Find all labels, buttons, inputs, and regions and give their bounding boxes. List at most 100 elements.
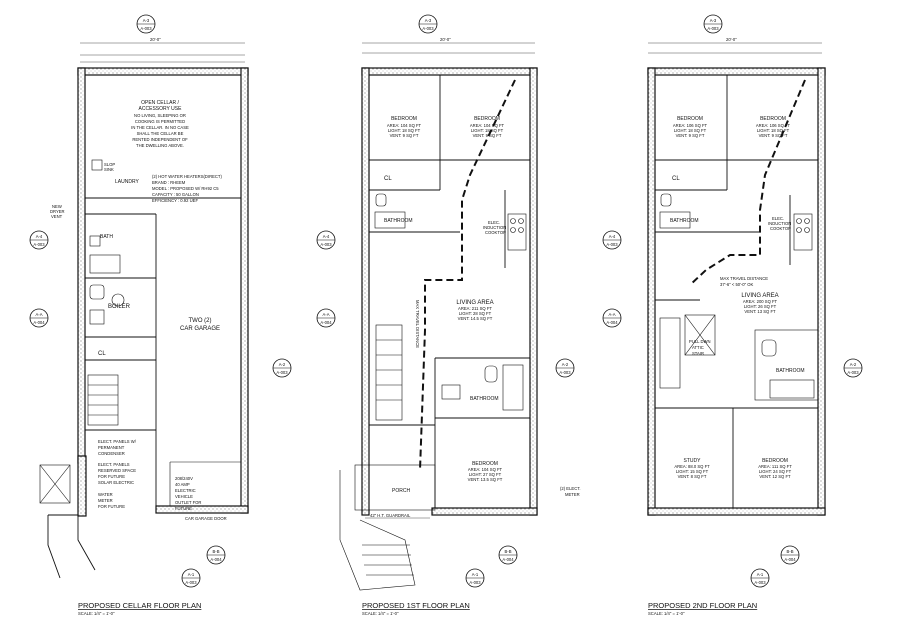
svg-text:LIGHT: 18 SQ FT: LIGHT: 18 SQ FT <box>674 128 707 133</box>
svg-text:(2) HOT WATER HEATERS(DIRECT): (2) HOT WATER HEATERS(DIRECT) <box>152 174 222 179</box>
svg-text:MODEL : PROPOSED W/ RH92 C5: MODEL : PROPOSED W/ RH92 C5 <box>152 186 219 191</box>
svg-text:A-003: A-003 <box>847 370 859 375</box>
svg-text:AREA: 111 SQ FT: AREA: 111 SQ FT <box>758 464 792 469</box>
section-tag-a1-first: A-1A-003 <box>465 568 485 588</box>
cellar-heater-note: (2) HOT WATER HEATERS(DIRECT) BRAND : RH… <box>152 174 222 203</box>
svg-text:ELECTRIC: ELECTRIC <box>175 488 196 493</box>
svg-text:LIGHT: 28 SQ FT: LIGHT: 28 SQ FT <box>459 311 492 316</box>
first-bathroom-2-label: BATHROOM <box>470 396 499 402</box>
svg-text:A-003: A-003 <box>185 580 197 585</box>
svg-text:A-2: A-2 <box>562 362 569 367</box>
svg-text:VENT: 14.5 SQ FT: VENT: 14.5 SQ FT <box>458 316 493 321</box>
dryer-vent-label: NEW <box>52 204 62 209</box>
svg-text:DRYER: DRYER <box>50 209 65 214</box>
svg-text:LIGHT: 26 SQ FT: LIGHT: 26 SQ FT <box>744 304 777 309</box>
svg-text:LIGHT: 15 SQ FT: LIGHT: 15 SQ FT <box>676 469 709 474</box>
garage-door-label: CAR GARAGE DOOR <box>185 516 227 521</box>
section-tag-a2-first: A-2A-003 <box>555 358 575 378</box>
svg-text:AREA: 104 SQ FT: AREA: 104 SQ FT <box>468 467 503 472</box>
section-tag-a3-cellar: A-3A-003 <box>136 14 156 34</box>
svg-text:A-003: A-003 <box>754 580 766 585</box>
svg-text:40 AMP: 40 AMP <box>175 482 190 487</box>
svg-text:FOR FUTURE: FOR FUTURE <box>98 504 125 509</box>
svg-text:B-B: B-B <box>505 549 512 554</box>
svg-text:STAIR: STAIR <box>692 351 704 356</box>
section-tag-a1-cellar: A-1A-003 <box>181 568 201 588</box>
svg-text:A-003: A-003 <box>276 370 288 375</box>
svg-text:A-4: A-4 <box>36 234 43 239</box>
svg-text:LIGHT: 18 SQ FT: LIGHT: 18 SQ FT <box>471 128 504 133</box>
section-tag-a4-second: A-4A-003 <box>602 230 622 250</box>
svg-text:B-B: B-B <box>213 549 220 554</box>
section-tags: A-3A-003 A-3A-003 A-3A-003 A-4A-003 A-4A… <box>29 14 863 588</box>
section-tag-a1-second: A-1A-003 <box>750 568 770 588</box>
svg-text:LIGHT: 18 SQ FT: LIGHT: 18 SQ FT <box>388 128 421 133</box>
svg-text:BEDROOM: BEDROOM <box>760 116 786 122</box>
svg-text:OUTLET FOR: OUTLET FOR <box>175 500 201 505</box>
garage-label: TWO (2) <box>189 318 212 324</box>
svg-text:A-003: A-003 <box>320 242 332 247</box>
cellar-plan-title: PROPOSED CELLAR FLOOR PLAN <box>78 601 201 610</box>
elect-panels-note: ELECT. PANELS W/ PERMANENT CONDENSER ELE… <box>98 439 137 509</box>
section-tag-bb-first: B-B A-004 <box>498 545 518 565</box>
svg-text:VENT: 13.5 SQ FT: VENT: 13.5 SQ FT <box>468 477 503 482</box>
svg-text:VENT: 9 SQ FT: VENT: 9 SQ FT <box>473 133 502 138</box>
slop-sink-label: SLOP <box>104 162 115 167</box>
second-travel-label: MAX TRAVEL DISTANCE <box>720 276 768 281</box>
section-tag-a2-second: A-2A-003 <box>843 358 863 378</box>
section-tag-a3-second: A-3A-003 <box>703 14 723 34</box>
bath-label: BATH <box>100 234 113 240</box>
svg-text:LIGHT: 27 SQ FT: LIGHT: 27 SQ FT <box>469 472 502 477</box>
svg-text:A-004: A-004 <box>320 320 332 325</box>
svg-text:ELEC.: ELEC. <box>772 216 784 221</box>
svg-text:ELECT. PANELS W/: ELECT. PANELS W/ <box>98 439 137 444</box>
svg-text:A-004: A-004 <box>33 320 45 325</box>
svg-text:A-A: A-A <box>609 312 616 317</box>
svg-text:A-A: A-A <box>36 312 43 317</box>
svg-text:COOKTOP: COOKTOP <box>770 226 791 231</box>
svg-text:CAPACITY : 50 GALLON: CAPACITY : 50 GALLON <box>152 192 199 197</box>
svg-text:RENTED INDEPENDENT OF: RENTED INDEPENDENT OF <box>132 137 188 142</box>
svg-text:A-2: A-2 <box>850 362 857 367</box>
svg-text:A-003: A-003 <box>33 242 45 247</box>
second-plan-scale: SCALE: 1/4" = 1'-0" <box>648 611 685 616</box>
svg-text:METER: METER <box>565 492 580 497</box>
first-plan-title: PROPOSED 1ST FLOOR PLAN <box>362 601 470 610</box>
svg-text:A-004: A-004 <box>606 320 618 325</box>
svg-text:AREA: 200 SQ FT: AREA: 200 SQ FT <box>743 299 778 304</box>
svg-text:A-004: A-004 <box>784 557 796 562</box>
svg-text:A-4: A-4 <box>323 234 330 239</box>
svg-text:A-003: A-003 <box>422 26 434 31</box>
ev-outlet-note: 208/240V 40 AMP ELECTRIC VEHICLE OUTLET … <box>175 476 201 511</box>
cellar-plan-scale: SCALE: 1/4" = 1'-0" <box>78 611 115 616</box>
cellar-open-cellar-note: OPEN CELLAR / ACCESSORY USE NO LIVING, S… <box>131 100 189 148</box>
section-tag-a3-first: A-3A-003 <box>418 14 438 34</box>
svg-text:A-3: A-3 <box>143 18 150 23</box>
first-bathroom-1-label: BATHROOM <box>384 218 413 224</box>
svg-text:BEDROOM: BEDROOM <box>474 116 500 122</box>
svg-text:METER: METER <box>98 498 113 503</box>
svg-text:PERMANENT: PERMANENT <box>98 445 125 450</box>
cellar-floor-plan: 20'-0" O <box>39 37 249 616</box>
svg-text:SOLAR ELECTRIC: SOLAR ELECTRIC <box>98 480 134 485</box>
svg-text:LIGHT: 18 SQ FT: LIGHT: 18 SQ FT <box>757 128 790 133</box>
second-floor-plan: 20'-0" BEDROOM AREA: 106 SQ FT LIGHT: <box>647 37 826 616</box>
svg-text:RESERVED SPACE: RESERVED SPACE <box>98 468 136 473</box>
svg-text:EFFICIENCY : 0.92 UEF: EFFICIENCY : 0.92 UEF <box>152 198 198 203</box>
svg-text:A-004: A-004 <box>502 557 514 562</box>
svg-text:COOKING IS PERMITTED: COOKING IS PERMITTED <box>135 119 185 124</box>
section-tag-a4-cellar: A-4A-003 <box>29 230 49 250</box>
laundry-label: LAUNDRY <box>115 179 139 185</box>
svg-text:FUTURE: FUTURE <box>175 506 192 511</box>
svg-text:A-003: A-003 <box>140 26 152 31</box>
first-overall-dim: 20'-0" <box>440 37 451 42</box>
first-floor-plan: 20'-0" <box>339 37 580 616</box>
porch-label: PORCH <box>392 488 410 494</box>
cellar-closet-label: CL <box>98 351 106 357</box>
svg-text:208/240V: 208/240V <box>175 476 193 481</box>
svg-text:VEHICLE: VEHICLE <box>175 494 193 499</box>
svg-text:VENT: 9 SQ FT: VENT: 9 SQ FT <box>676 133 705 138</box>
svg-text:A-003: A-003 <box>606 242 618 247</box>
svg-text:LIVING AREA: LIVING AREA <box>456 300 493 306</box>
